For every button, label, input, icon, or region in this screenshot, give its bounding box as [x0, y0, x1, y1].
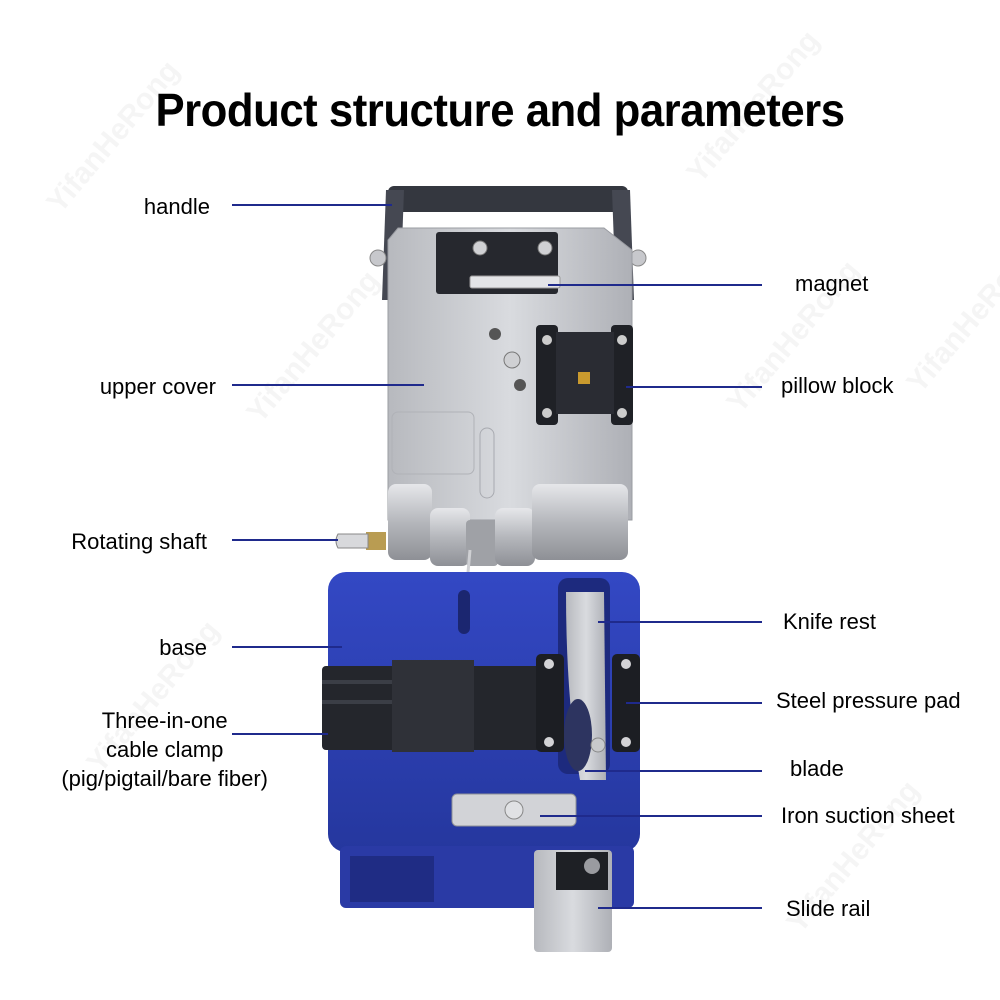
label-slide-rail: Slide rail [786, 896, 871, 921]
leader-line-pillow-block [626, 386, 762, 388]
label-blade: blade [790, 756, 844, 781]
page-title: Product structure and parameters [155, 83, 845, 136]
leader-line-steel-pressure-pad [626, 702, 762, 704]
leader-line-knife-rest [598, 621, 762, 623]
leader-line-handle [232, 204, 392, 206]
label-knife-rest: Knife rest [783, 609, 876, 634]
label-handle: handle [143, 194, 210, 219]
label-cable-clamp-line3: (pig/pigtail/bare fiber) [61, 766, 268, 791]
upper-cover-part [335, 227, 633, 641]
leader-line-cable-clamp [232, 733, 328, 735]
label-iron-suction-sheet: Iron suction sheet [781, 803, 955, 828]
leader-line-magnet [548, 284, 762, 286]
base-part [322, 572, 640, 952]
label-steel-pressure-pad: Steel pressure pad [776, 688, 961, 713]
label-cable-clamp-line2: cable clamp [105, 737, 224, 762]
leader-line-rotating-shaft [232, 539, 338, 541]
label-cable-clamp-line1: Three-in-one [101, 708, 228, 733]
leader-line-iron-suction-sheet [540, 815, 762, 817]
leader-line-blade [585, 770, 762, 772]
label-magnet: magnet [795, 271, 869, 296]
label-cable-clamp: Three-in-one cable clamp (pig/pigtail/ba… [61, 706, 268, 793]
label-pillow-block: pillow block [781, 373, 894, 398]
leader-line-base [232, 646, 342, 648]
leader-line-slide-rail [598, 907, 762, 909]
leader-line-upper-cover [232, 384, 424, 386]
label-rotating-shaft: Rotating shaft [71, 529, 207, 554]
label-upper-cover: upper cover [99, 374, 216, 399]
label-base: base [159, 635, 207, 660]
